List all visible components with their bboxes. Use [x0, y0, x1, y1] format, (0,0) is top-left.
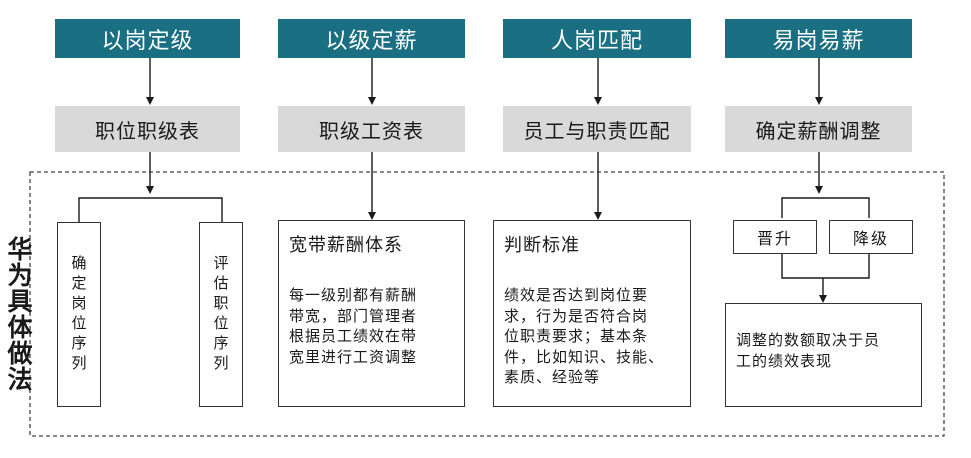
bracket-col1	[78, 197, 223, 222]
mid-box-4: 确定薪酬调整	[725, 106, 912, 152]
position-sequence-box: 确定岗位序列	[57, 222, 101, 407]
mid-box-2: 职级工资表	[278, 106, 465, 152]
bracket-col4-top	[781, 197, 870, 218]
text-line: 工的绩效表现	[736, 351, 833, 370]
header-2: 以级定薪	[278, 19, 465, 58]
text-line: 素质、经验等	[504, 368, 601, 386]
dashed-region	[29, 171, 945, 437]
header-4: 易岗易薪	[725, 19, 912, 58]
text-line: 根据员工绩效在带	[289, 327, 418, 345]
adjustment-box: 调整的数额取决于员 工的绩效表现	[725, 303, 922, 407]
criteria-text: 绩效是否达到岗位要 求，行为是否符合岗 位职责要求；基本条 件，比如知识、技能、…	[504, 285, 664, 388]
header-1: 以岗定级	[55, 19, 240, 58]
side-label: 华为具体做法	[4, 236, 33, 392]
text-line: 绩效是否达到岗位要	[504, 286, 649, 304]
bracket-col4-bottom	[781, 254, 870, 279]
text-line: 求，行为是否符合岗	[504, 306, 649, 325]
demote-box: 降级	[829, 220, 913, 254]
broadband-pay-title: 宽带薪酬体系	[289, 235, 403, 256]
text-line: 宽里进行工资调整	[289, 347, 418, 366]
broadband-pay-text: 每一级别都有薪酬 带宽，部门管理者 根据员工绩效在带 宽里进行工资调整	[289, 285, 417, 367]
mid-box-1: 职位职级表	[55, 106, 240, 152]
adjustment-text: 调整的数额取决于员 工的绩效表现	[736, 330, 880, 371]
text-line: 调整的数额取决于员	[736, 331, 881, 349]
criteria-box: 判断标准 绩效是否达到岗位要 求，行为是否符合岗 位职责要求；基本条 件，比如知…	[493, 220, 691, 407]
criteria-title: 判断标准	[504, 235, 580, 256]
header-3: 人岗匹配	[503, 19, 691, 58]
broadband-pay-box: 宽带薪酬体系 每一级别都有薪酬 带宽，部门管理者 根据员工绩效在带 宽里进行工资…	[278, 220, 465, 407]
promote-box: 晋升	[733, 220, 817, 254]
text-line: 每一级别都有薪酬	[289, 286, 418, 304]
text-line: 位职责要求；基本条	[504, 327, 649, 345]
mid-box-3: 员工与职责匹配	[503, 106, 691, 152]
text-line: 带宽，部门管理者	[289, 306, 418, 325]
text-line: 件，比如知识、技能、	[504, 347, 665, 366]
evaluate-sequence-box: 评估职位序列	[199, 222, 243, 407]
